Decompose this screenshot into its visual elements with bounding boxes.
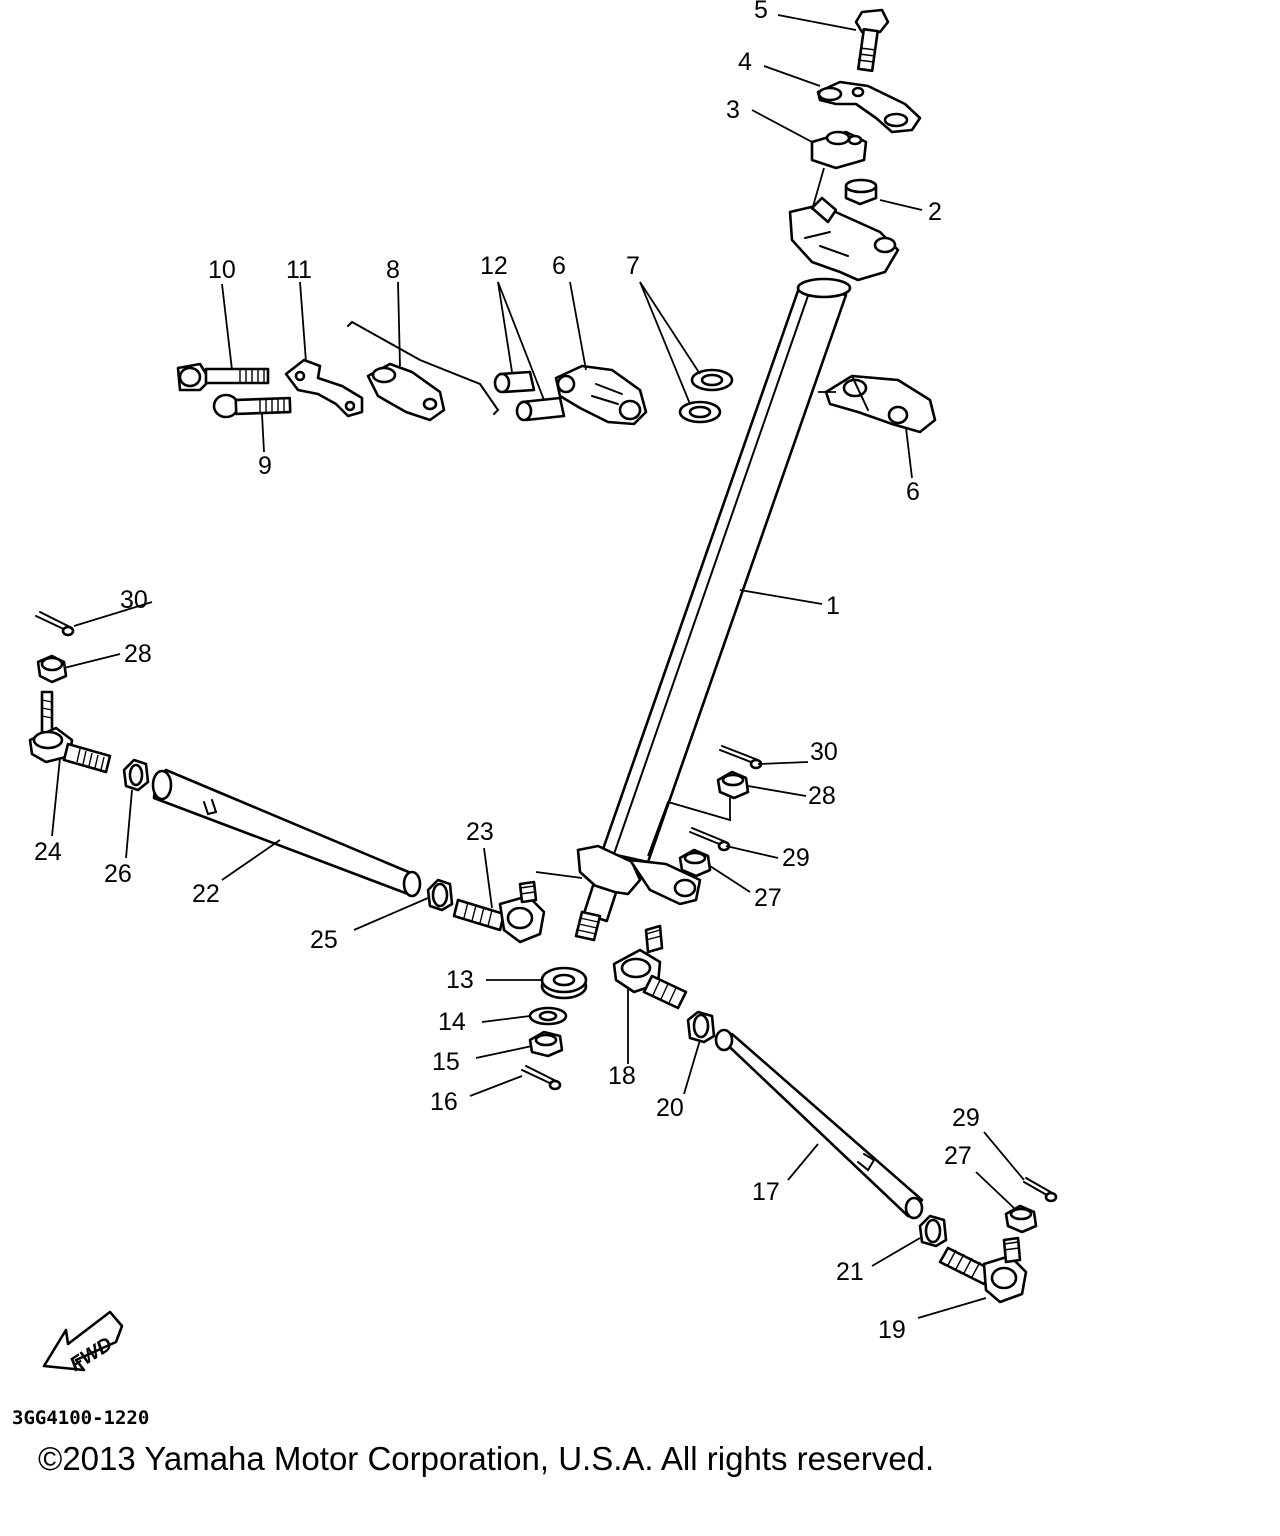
callout-22: 22 (192, 880, 220, 908)
steering-column (600, 277, 852, 864)
clamp-3 (810, 130, 868, 170)
locknut-21 (918, 1214, 948, 1248)
callout-29-lower: 29 (952, 1104, 980, 1132)
callout-30-left: 30 (120, 586, 148, 614)
nut-27-lower (1004, 1204, 1038, 1234)
tie-rod-end-19 (938, 1236, 1028, 1304)
tie-rod-end-23 (452, 880, 546, 944)
washer-14 (528, 1006, 568, 1026)
lever-8 (347, 320, 500, 422)
nut-28-left (36, 654, 68, 684)
callout-labels: 5 4 3 2 10 11 8 12 6 7 9 6 1 30 28 30 28… (34, 0, 980, 1344)
locknut-26 (122, 758, 150, 792)
holder-6-right (824, 374, 937, 434)
callout-1: 1 (826, 592, 840, 620)
callout-4: 4 (738, 48, 752, 76)
callout-29-right: 29 (782, 844, 810, 872)
cotter-pin-30-right (719, 745, 763, 770)
cotter-pin-30-left (35, 611, 75, 637)
callout-6-left: 6 (552, 252, 566, 280)
bolt-9 (212, 393, 292, 419)
leader-lines (51, 14, 1025, 1319)
copyright-notice: ©2013 Yamaha Motor Corporation, U.S.A. A… (38, 1440, 935, 1477)
collars-12 (493, 370, 566, 422)
callout-27-right: 27 (754, 884, 782, 912)
callout-24: 24 (34, 838, 62, 866)
tie-rod-17 (714, 1028, 924, 1220)
column-top-holder (788, 196, 900, 282)
bolt-10 (176, 362, 270, 392)
forward-arrow-icon: FWD (42, 1310, 124, 1376)
nut-28-right (716, 770, 750, 800)
callout-16: 16 (430, 1088, 458, 1116)
callout-9: 9 (258, 452, 272, 480)
bolt-5 (854, 8, 890, 73)
locknut-25 (426, 878, 454, 912)
callout-27-lower: 27 (944, 1142, 972, 1170)
cotter-pin-29-right (689, 827, 731, 852)
nut-15 (528, 1030, 564, 1058)
cotter-pin-16 (521, 1065, 562, 1091)
callout-12: 12 (480, 252, 508, 280)
callout-28-left: 28 (124, 640, 152, 668)
cap-2 (844, 178, 878, 206)
callout-26: 26 (104, 860, 132, 888)
callout-18: 18 (608, 1062, 636, 1090)
callout-5: 5 (754, 0, 768, 24)
callout-14: 14 (438, 1008, 466, 1036)
callout-17: 17 (752, 1178, 780, 1206)
callout-8: 8 (386, 256, 400, 284)
callout-19: 19 (878, 1316, 906, 1344)
bracket-11 (284, 358, 364, 418)
callout-10: 10 (208, 256, 236, 284)
callout-6-right: 6 (906, 478, 920, 506)
callout-11: 11 (286, 256, 312, 284)
tie-rod-22 (151, 768, 422, 898)
locknut-20 (686, 1010, 716, 1044)
washers-7 (678, 368, 734, 424)
tie-rod-end-24 (28, 690, 112, 774)
callout-7: 7 (626, 252, 640, 280)
callout-3: 3 (726, 96, 740, 124)
tie-rod-end-18 (612, 924, 688, 1010)
column-lower-arm (574, 844, 702, 942)
callout-20: 20 (656, 1094, 684, 1122)
plate-4 (816, 80, 922, 134)
diagram-code: 3GG4100-1220 (12, 1407, 149, 1429)
callout-25: 25 (310, 926, 338, 954)
callout-15: 15 (432, 1048, 460, 1076)
callout-23: 23 (466, 818, 494, 846)
callout-28-right: 28 (808, 782, 836, 810)
washer-13 (540, 966, 588, 1000)
nut-27-right (678, 848, 712, 878)
callout-13: 13 (446, 966, 474, 994)
callout-30-right: 30 (810, 738, 838, 766)
cotter-pin-29-lower (1023, 1177, 1058, 1203)
holder-6-left (554, 364, 648, 426)
callout-2: 2 (928, 198, 942, 226)
callout-21: 21 (836, 1258, 864, 1286)
